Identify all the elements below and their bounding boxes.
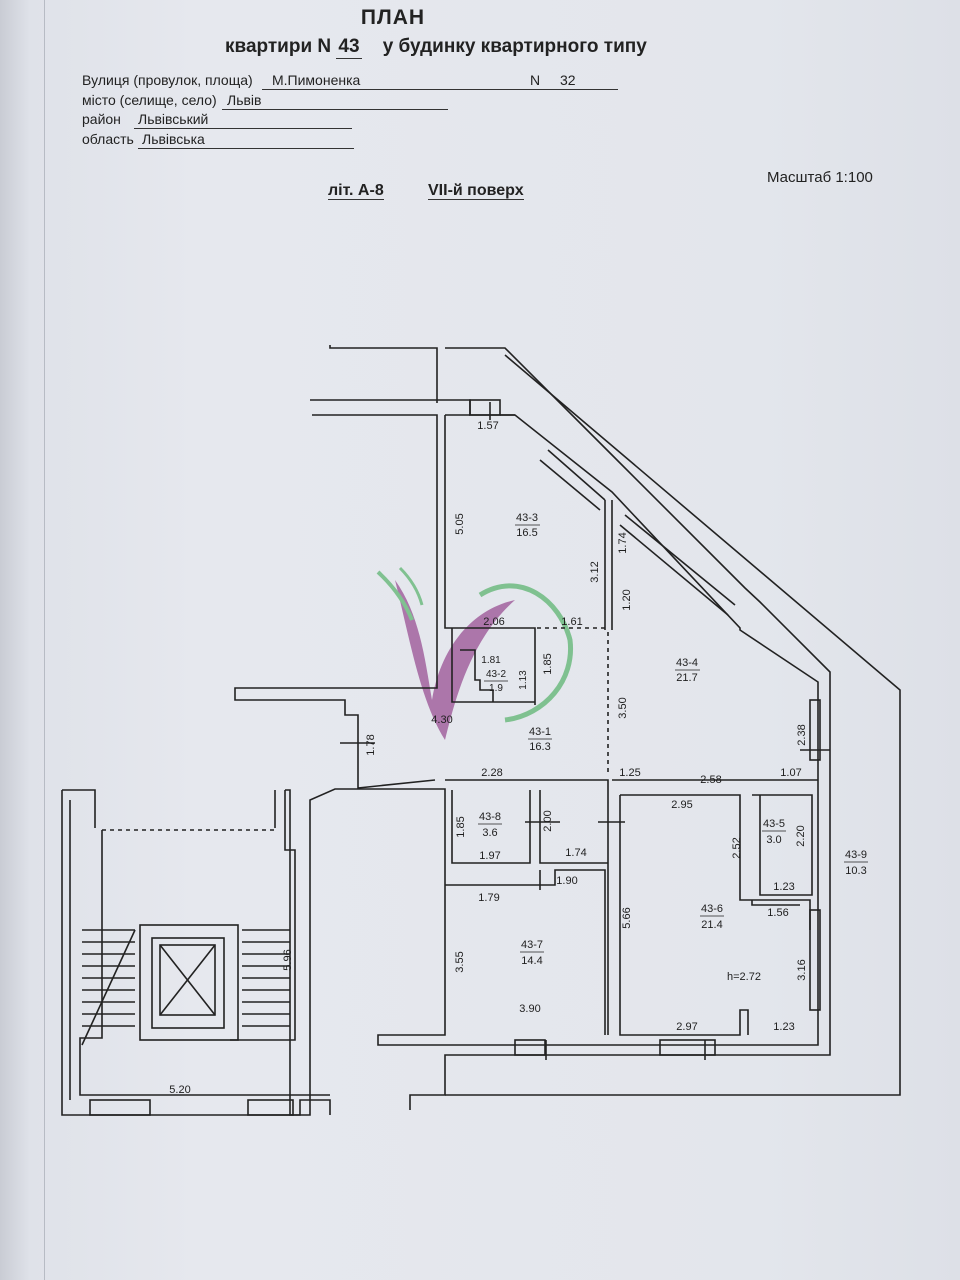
room-labels: 43-3 16.5 43-4 21.7 43-2 1.9 43-1 16.3 4…: [478, 512, 868, 967]
dim-3-55: 3.55: [454, 951, 466, 972]
dim-1-85b: 1.85: [455, 816, 467, 837]
dim-2-52: 2.52: [731, 837, 743, 858]
dim-1-57: 1.57: [477, 420, 498, 432]
dim-5-05: 5.05: [454, 513, 466, 534]
dim-1-23a: 1.23: [773, 881, 794, 893]
walls: [61, 345, 901, 1116]
district-value: Львівський: [138, 111, 209, 127]
dim-2-06: 2.06: [483, 616, 504, 628]
room-43-1-area: 16.3: [529, 741, 550, 753]
dim-1-78: 1.78: [365, 734, 377, 755]
subtitle-suffix: у будинку квартирного типу: [382, 36, 647, 57]
room-43-9-area: 10.3: [845, 865, 866, 877]
region-value: Львівська: [142, 131, 205, 147]
dim-2-28: 2.28: [481, 767, 502, 779]
dim-1-90: 1.90: [556, 875, 577, 887]
district-label: район: [82, 111, 121, 127]
apartment-number: 43: [336, 36, 362, 59]
street-label: Вулиця (провулок, площа): [82, 72, 253, 88]
room-43-1-id: 43-1: [529, 726, 551, 738]
room-43-2-id: 43-2: [486, 669, 506, 680]
subtitle-prefix: квартири N: [225, 36, 332, 57]
room-43-5-id: 43-5: [763, 818, 785, 830]
room-43-5-area: 3.0: [766, 834, 781, 846]
dim-2-58: 2.58: [700, 774, 721, 786]
dim-3-90: 3.90: [519, 1003, 540, 1015]
dim-1-97: 1.97: [479, 850, 500, 862]
city-label: місто (селище, село): [82, 92, 217, 108]
dim-3-16: 3.16: [796, 959, 808, 980]
scale-label: Масштаб 1:100: [767, 169, 873, 186]
dim-4-30: 4.30: [431, 714, 452, 726]
house-value: 32: [560, 72, 576, 88]
region-row: область Львівська: [82, 131, 354, 149]
room-43-3-id: 43-3: [516, 512, 538, 524]
building-letter: літ. А-8: [328, 182, 384, 200]
dim-1-07: 1.07: [780, 767, 801, 779]
region-label: область: [82, 131, 134, 147]
room-43-3-area: 16.5: [516, 527, 537, 539]
dim-1-81: 1.81: [481, 655, 501, 666]
house-label: N: [530, 72, 541, 88]
dim-5-96: 5.96: [282, 949, 294, 970]
dim-2-00: 2.00: [542, 810, 554, 831]
dim-5-20: 5.20: [169, 1084, 190, 1096]
dim-1-85a: 1.85: [542, 653, 554, 674]
city-row: місто (селище, село) Львів: [82, 92, 448, 110]
floor-level: VII-й поверх: [428, 182, 524, 200]
room-43-6-area: 21.4: [701, 919, 722, 931]
dim-2-95: 2.95: [671, 799, 692, 811]
plan-title: ПЛАН: [360, 6, 426, 29]
room-43-4-id: 43-4: [676, 657, 698, 669]
room-43-6-id: 43-6: [701, 903, 723, 915]
street-row: Вулиця (провулок, площа) М.Пимоненка N 3…: [82, 72, 618, 90]
plan-subtitle: квартири N 43 у будинку квартирного типу: [225, 36, 647, 59]
room-43-8-area: 3.6: [482, 827, 497, 839]
room-43-2-area: 1.9: [489, 683, 503, 694]
room-43-4-area: 21.7: [676, 672, 697, 684]
dim-1-23b: 1.23: [773, 1021, 794, 1033]
dim-3-50: 3.50: [617, 697, 629, 718]
dim-1-74b: 1.74: [565, 847, 586, 859]
room-43-7-area: 14.4: [521, 955, 542, 967]
watermark-logo: [376, 566, 574, 740]
dimensions: 1.57 5.05 3.12 1.74 1.20 2.06 1.61 1.81 …: [169, 420, 808, 1096]
city-value: Львів: [227, 92, 262, 108]
dim-1-61: 1.61: [561, 616, 582, 628]
dim-3-12: 3.12: [589, 561, 601, 582]
district-row: район Львівський: [82, 111, 352, 129]
dim-2-38: 2.38: [796, 724, 808, 745]
dim-2-97: 2.97: [676, 1021, 697, 1033]
room-43-8-id: 43-8: [479, 811, 501, 823]
dim-1-13: 1.13: [518, 670, 529, 690]
page-edge: [44, 0, 45, 1280]
street-value: М.Пимоненка: [272, 72, 361, 88]
dim-1-79: 1.79: [478, 892, 499, 904]
room-43-9-id: 43-9: [845, 849, 867, 861]
dim-2-20: 2.20: [795, 825, 807, 846]
ceiling-height: h=2.72: [727, 971, 761, 983]
room-43-7-id: 43-7: [521, 939, 543, 951]
dim-5-66: 5.66: [621, 907, 633, 928]
dim-1-20: 1.20: [621, 589, 633, 610]
dim-1-56: 1.56: [767, 907, 788, 919]
dim-1-25: 1.25: [619, 767, 640, 779]
dim-1-74a: 1.74: [617, 532, 629, 553]
